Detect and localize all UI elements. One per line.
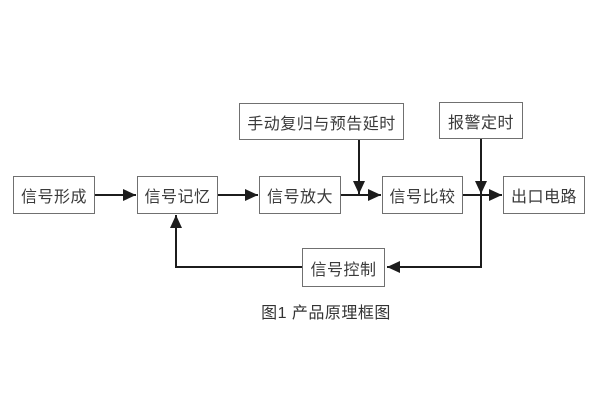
box-signal-amplify: 信号放大 bbox=[259, 176, 341, 214]
arrow-junction-to-control bbox=[387, 196, 482, 273]
box-signal-memory: 信号记忆 bbox=[137, 176, 218, 214]
box-manual-reset-delay: 手动复归与预告延时 bbox=[239, 103, 404, 140]
box-signal-control: 信号控制 bbox=[302, 248, 385, 287]
diagram-caption: 图1 产品原理框图 bbox=[261, 305, 391, 322]
box-signal-compare: 信号比较 bbox=[382, 176, 463, 214]
box-output-circuit: 出口电路 bbox=[503, 176, 585, 214]
box-signal-forming: 信号形成 bbox=[13, 176, 95, 214]
arrow-control-to-memory bbox=[170, 215, 302, 268]
box-alarm-timing: 报警定时 bbox=[439, 102, 523, 139]
